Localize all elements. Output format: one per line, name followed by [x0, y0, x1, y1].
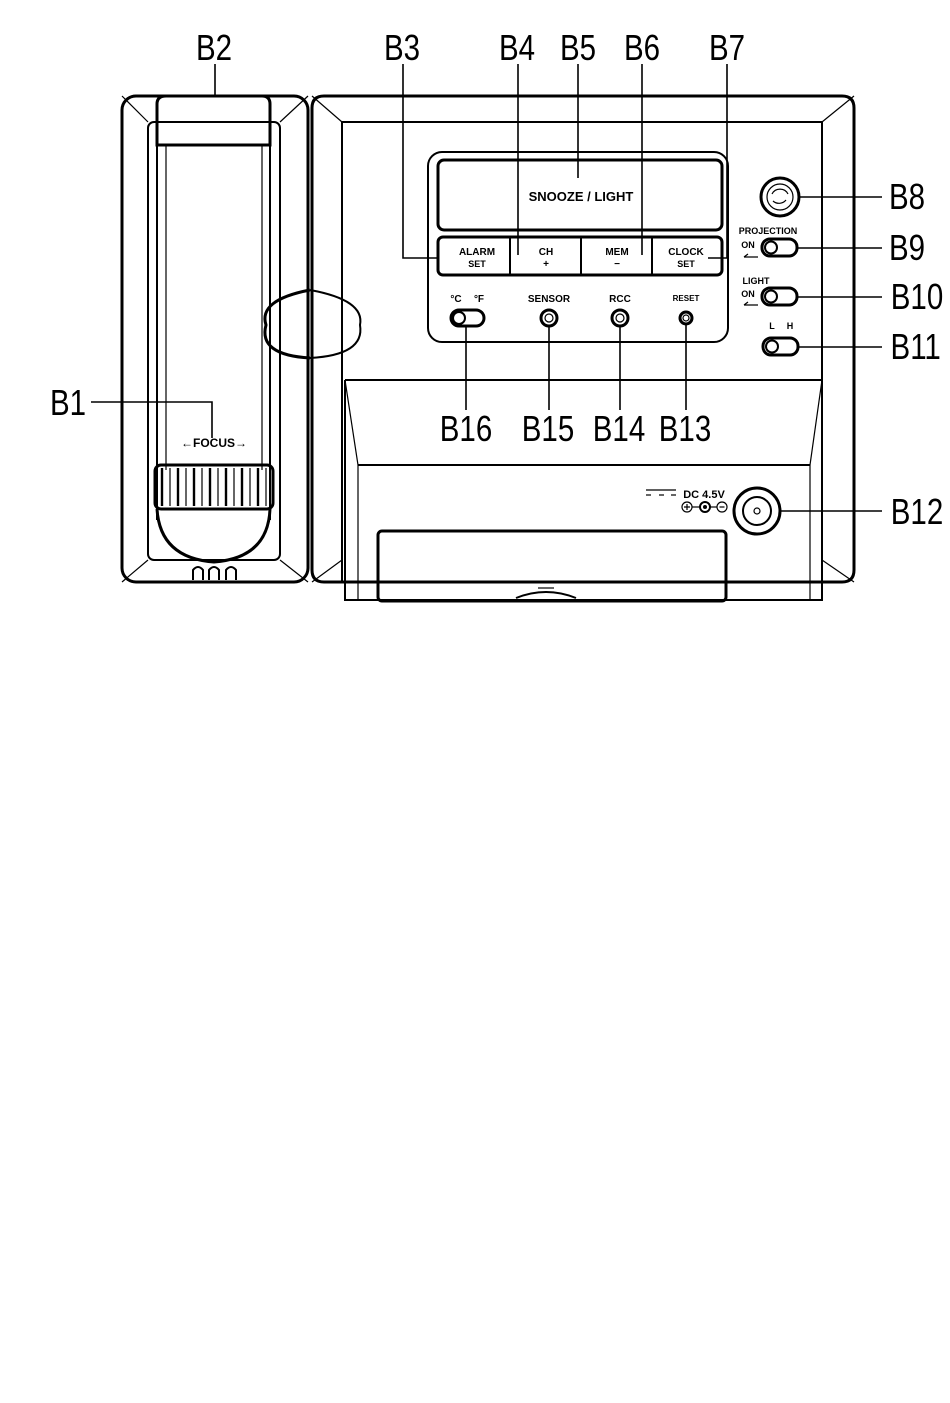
dc-label: DC 4.5V [683, 489, 725, 501]
sensor-button[interactable] [541, 310, 557, 326]
light-label: LIGHT [743, 276, 770, 286]
rcc-label: RCC [609, 294, 631, 305]
light-switch[interactable] [762, 288, 797, 305]
projection-label: PROJECTION [739, 226, 798, 236]
projector-arm: ←FOCUS→ [122, 96, 308, 582]
callout-b14: B14 [593, 408, 646, 448]
callout-b11: B11 [891, 326, 941, 366]
ch-plus-button[interactable]: CH + [539, 247, 553, 270]
light-on-label: ON [741, 289, 755, 299]
callout-b2: B2 [196, 27, 232, 67]
alarm-label: ALARM [459, 247, 495, 258]
clock-set-button[interactable]: CLOCK SET [668, 247, 704, 269]
control-panel: SNOOZE / LIGHT ALARM SET CH + MEM − CLOC… [428, 152, 728, 342]
callout-b3: B3 [384, 27, 420, 67]
unit-switch[interactable] [451, 310, 484, 326]
callout-b7: B7 [709, 27, 745, 67]
callout-b1: B1 [50, 382, 86, 422]
mem-minus-button[interactable]: MEM − [605, 247, 628, 270]
callout-b10: B10 [891, 276, 944, 316]
focus-knob[interactable] [155, 465, 273, 509]
polarity-icon [682, 502, 727, 512]
projection-on-label: ON [741, 240, 755, 250]
callout-b6: B6 [624, 27, 660, 67]
callout-b8: B8 [889, 176, 925, 216]
unit-c-label: °C [450, 294, 461, 305]
callout-b12: B12 [891, 491, 944, 531]
reset-button[interactable] [680, 312, 692, 324]
alarm-set-label: SET [468, 259, 486, 269]
rotate-button[interactable] [761, 178, 799, 216]
snooze-light-button[interactable]: SNOOZE / LIGHT [438, 160, 722, 230]
focus-label: ←FOCUS→ [181, 436, 247, 450]
callout-b16: B16 [440, 408, 493, 448]
unit-f-label: °F [474, 294, 484, 305]
reset-label: RESET [673, 294, 700, 303]
callout-b5: B5 [560, 27, 596, 67]
callout-b4: B4 [499, 27, 535, 67]
sensor-label: SENSOR [528, 294, 571, 305]
callout-b15: B15 [522, 408, 575, 448]
rotate-icon [772, 189, 788, 203]
mem-minus-label: − [614, 259, 620, 270]
callout-b9: B9 [889, 227, 925, 267]
clock-label: CLOCK [668, 247, 704, 258]
ch-label: CH [539, 247, 553, 258]
ch-plus-label: + [543, 259, 549, 270]
rcc-button[interactable] [612, 310, 628, 326]
callout-b13: B13 [659, 408, 712, 448]
callout-labels: B2 B3 B4 B5 B6 B7 B8 B9 B10 B11 B12 B1 B… [50, 27, 943, 531]
level-h-label: H [787, 321, 794, 331]
brightness-switch[interactable] [763, 338, 798, 355]
projection-switch[interactable] [762, 239, 797, 256]
level-l-label: L [769, 321, 775, 331]
dc-jack[interactable] [734, 488, 780, 534]
alarm-set-button[interactable]: ALARM SET [459, 247, 495, 269]
snooze-light-label: SNOOZE / LIGHT [529, 189, 634, 204]
clock-set-label: SET [677, 259, 695, 269]
mem-label: MEM [605, 247, 628, 258]
